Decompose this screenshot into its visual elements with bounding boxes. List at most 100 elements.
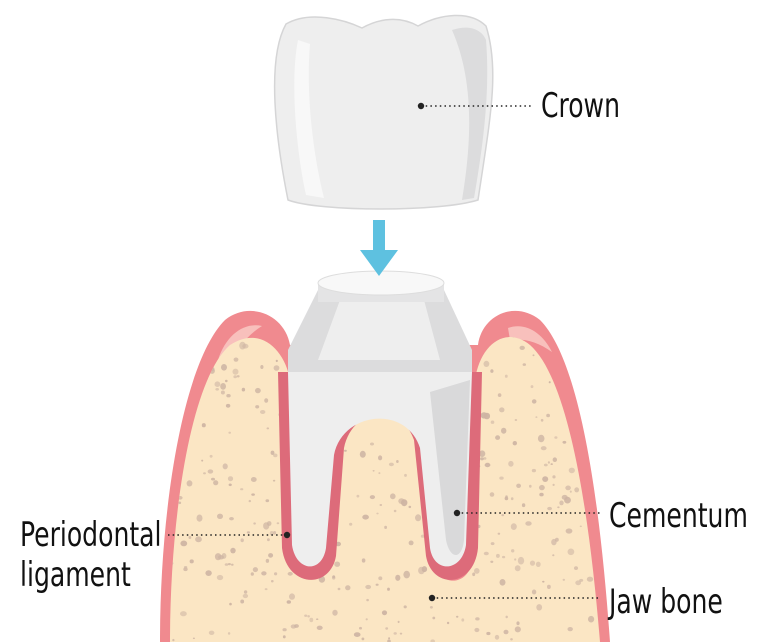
bone-pore bbox=[287, 571, 293, 576]
label-crown: Crown bbox=[541, 86, 620, 126]
bone-pore bbox=[483, 360, 490, 367]
bone-pore bbox=[496, 553, 500, 558]
crown-cap bbox=[273, 14, 494, 210]
bone-pore bbox=[353, 632, 361, 637]
bone-pore bbox=[529, 560, 536, 566]
bone-pore bbox=[378, 455, 383, 461]
bone-pore bbox=[510, 523, 517, 530]
bone-pore bbox=[490, 369, 494, 373]
bone-pore bbox=[547, 461, 551, 464]
bone-pore bbox=[574, 566, 578, 570]
bone-pore bbox=[535, 561, 541, 567]
gum-highlight-right bbox=[508, 326, 552, 352]
bone-pore bbox=[290, 624, 297, 629]
bone-pore bbox=[227, 476, 234, 482]
bone-pore bbox=[268, 553, 274, 558]
bone-pore bbox=[170, 440, 171, 445]
bone-pore bbox=[366, 598, 369, 602]
bone-pore bbox=[516, 483, 521, 488]
bone-pore bbox=[396, 460, 399, 463]
bone-pore bbox=[337, 587, 341, 591]
bone-pore bbox=[227, 632, 231, 635]
bone-pore bbox=[530, 385, 534, 389]
bone-pore bbox=[521, 503, 526, 508]
bone-pore bbox=[229, 602, 232, 606]
bone-pore bbox=[588, 331, 592, 335]
bone-pore bbox=[408, 540, 414, 546]
bone-pore bbox=[192, 637, 195, 640]
bone-pore bbox=[474, 627, 480, 633]
bone-pore bbox=[240, 488, 244, 491]
bone-pore bbox=[201, 459, 204, 462]
bone-pore bbox=[175, 337, 182, 343]
bone-pore bbox=[484, 462, 491, 468]
bone-pore bbox=[255, 387, 261, 394]
bone-pore bbox=[183, 567, 188, 572]
bone-pore bbox=[548, 381, 551, 384]
bone-pore bbox=[195, 536, 202, 543]
bone-pore bbox=[211, 477, 215, 481]
bone-pore bbox=[250, 477, 257, 482]
bone-pore bbox=[514, 419, 518, 421]
bone-pore bbox=[376, 512, 379, 515]
bone-pore bbox=[209, 454, 213, 458]
bone-pore bbox=[332, 575, 336, 580]
label-periodontal-line1: Periodontal bbox=[20, 515, 162, 555]
bone-pore bbox=[362, 514, 369, 520]
bone-pore bbox=[240, 599, 245, 604]
bone-pore bbox=[479, 450, 486, 458]
bone-pore bbox=[264, 398, 269, 403]
bone-pore bbox=[561, 494, 568, 500]
bone-pore bbox=[365, 618, 368, 621]
bone-pore bbox=[596, 411, 599, 414]
bone-pore bbox=[210, 334, 213, 337]
bone-pore bbox=[229, 517, 234, 521]
bone-pore bbox=[213, 480, 219, 486]
bone-pore bbox=[393, 632, 397, 635]
bone-pore bbox=[547, 506, 552, 511]
bone-pore bbox=[387, 639, 391, 642]
bone-pore bbox=[403, 570, 411, 579]
bone-pore bbox=[565, 485, 571, 491]
bone-pore bbox=[531, 468, 537, 473]
bone-pore bbox=[384, 525, 387, 530]
bone-pore bbox=[404, 473, 407, 477]
bone-pore bbox=[253, 522, 256, 525]
bone-pore bbox=[270, 450, 275, 455]
bone-pore bbox=[172, 638, 175, 642]
bone-pore bbox=[516, 621, 520, 626]
bone-pore bbox=[429, 606, 433, 609]
tooth-top bbox=[317, 270, 445, 296]
bone-pore bbox=[565, 528, 573, 534]
bone-pore bbox=[214, 553, 222, 561]
bone-pore bbox=[388, 637, 391, 640]
bone-pore bbox=[202, 342, 207, 347]
bone-pore bbox=[508, 460, 514, 467]
bone-pore bbox=[540, 446, 547, 451]
bone-pore bbox=[227, 563, 231, 566]
bone-pore bbox=[531, 399, 537, 404]
bone-pore bbox=[273, 531, 277, 535]
bone-pore bbox=[273, 365, 280, 371]
leader-cementum-dot bbox=[453, 509, 461, 517]
bone-pore bbox=[577, 400, 584, 406]
tooth-root-shade bbox=[430, 380, 470, 555]
bone-pore bbox=[595, 330, 597, 333]
bone-pore bbox=[220, 390, 225, 395]
bone-pore bbox=[250, 572, 254, 576]
bone-pore bbox=[203, 472, 206, 475]
label-cementum: Cementum bbox=[609, 496, 748, 536]
bone-pore bbox=[183, 566, 188, 569]
bone-pore bbox=[222, 463, 228, 470]
bone-pore bbox=[547, 584, 551, 590]
bone-pore bbox=[265, 499, 270, 503]
bone-pore bbox=[246, 531, 250, 534]
bone-pore bbox=[597, 469, 600, 476]
bone-pore bbox=[574, 487, 580, 493]
bone-pore bbox=[531, 589, 537, 595]
bone-pore bbox=[176, 412, 181, 417]
bone-pore bbox=[552, 457, 557, 463]
bone-pore bbox=[514, 626, 521, 633]
bone-pore bbox=[475, 333, 478, 335]
bone-pore bbox=[499, 407, 505, 413]
